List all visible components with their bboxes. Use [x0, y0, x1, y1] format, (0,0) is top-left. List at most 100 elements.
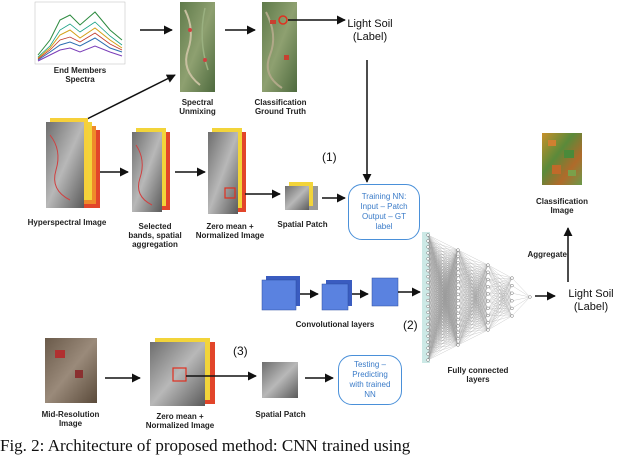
fc-connection: [427, 281, 459, 361]
fc-connection: [457, 286, 489, 320]
fc-connection: [427, 249, 459, 343]
fc-connection: [487, 277, 513, 331]
fc-connection: [487, 279, 513, 294]
fc-connection: [427, 306, 459, 333]
fc-connection: [427, 281, 459, 301]
fc-connection: [457, 262, 489, 287]
fc-connection: [487, 272, 513, 286]
fc-connection: [427, 282, 459, 320]
aggregate-label: Aggregate: [527, 250, 567, 259]
fc-connection: [487, 279, 513, 317]
spatial-patch-bottom: [262, 362, 298, 398]
fc-connection: [457, 268, 489, 287]
fc-neuron: [456, 280, 460, 284]
fc-connection: [457, 315, 489, 327]
convolutional-layer-blocks: [261, 276, 399, 311]
spatial-patch-label-bottom: Spatial Patch: [255, 410, 306, 419]
fc-neuron: [456, 254, 460, 258]
fc-connection: [457, 279, 489, 320]
fc-connection: [457, 279, 489, 282]
fc-neuron: [456, 273, 460, 277]
fc-connection: [457, 264, 489, 314]
fc-connection: [457, 300, 489, 314]
fc-connection: [457, 300, 489, 316]
fc-connection: [427, 270, 459, 276]
fc-connection: [457, 300, 489, 331]
fc-connection: [457, 272, 489, 295]
fc-neuron: [486, 292, 490, 296]
fc-neuron: [486, 328, 490, 332]
fc-connection: [457, 264, 489, 346]
fc-connection: [487, 264, 513, 286]
fc-connection: [427, 318, 459, 320]
fc-connection: [487, 277, 513, 323]
fc-connection: [427, 332, 459, 355]
fc-connection: [427, 313, 459, 325]
fc-connection: [511, 296, 531, 317]
fc-connection: [511, 296, 531, 309]
fc-connection: [457, 275, 489, 280]
fc-connection: [427, 287, 459, 361]
fc-connection: [457, 315, 489, 339]
fc-connection: [457, 262, 489, 294]
fc-connection: [487, 279, 513, 309]
fc-connection: [427, 338, 459, 349]
fc-connection: [487, 300, 513, 309]
fc-neuron: [426, 245, 430, 249]
fc-connection: [457, 279, 489, 339]
fc-connection: [457, 301, 489, 327]
fc-connection: [427, 249, 459, 277]
fc-connection: [427, 288, 459, 295]
fc-neuron: [426, 310, 430, 315]
fc-connection: [427, 276, 459, 282]
fc-connection: [427, 318, 459, 333]
fc-connection: [487, 286, 513, 301]
fc-connection: [457, 287, 489, 302]
fc-connection: [487, 300, 513, 309]
fc-connection: [427, 332, 459, 337]
fc-connection: [457, 308, 489, 333]
fc-connection: [427, 276, 459, 308]
fc-connection: [427, 288, 459, 327]
fc-connection: [457, 268, 489, 302]
fc-connection: [487, 300, 513, 331]
fc-neuron: [426, 334, 430, 338]
fc-connection: [487, 277, 513, 294]
fc-connection: [427, 306, 459, 320]
hyperspectral-image-stack: [46, 118, 100, 208]
fc-connection: [427, 240, 459, 263]
fc-connection: [427, 246, 459, 251]
fc-connection: [457, 249, 489, 302]
fc-neuron: [456, 267, 460, 271]
fc-connection: [427, 332, 459, 349]
fc-connection: [457, 286, 489, 295]
fc-neuron: [486, 263, 490, 267]
fc-connection: [457, 264, 489, 282]
fc-connection: [457, 272, 489, 276]
fc-connection: [427, 282, 459, 289]
fc-connection: [427, 256, 459, 259]
fc-connection: [457, 249, 489, 287]
fc-connection: [487, 286, 513, 294]
fc-connection: [487, 293, 513, 317]
fc-connection: [457, 279, 489, 333]
fc-connection: [457, 264, 489, 320]
fc-connection: [457, 308, 489, 346]
fc-connection: [427, 262, 459, 361]
fc-connection: [457, 301, 489, 320]
fc-connection: [427, 300, 459, 314]
fc-connection: [427, 306, 459, 327]
fc-neuron: [486, 321, 490, 325]
fc-connection: [457, 281, 489, 287]
fc-connection: [457, 308, 489, 320]
fc-neuron: [486, 313, 490, 318]
fc-connection: [427, 240, 459, 257]
fc-connection: [427, 282, 459, 308]
fc-connection: [457, 319, 489, 323]
zero-mean-label-bottom: Zero mean + Normalized Image: [145, 412, 215, 430]
fc-connection: [427, 270, 459, 289]
fc-connection: [427, 325, 459, 337]
fc-connection: [427, 249, 459, 325]
fc-connection: [457, 329, 489, 339]
fc-connection: [427, 294, 459, 327]
